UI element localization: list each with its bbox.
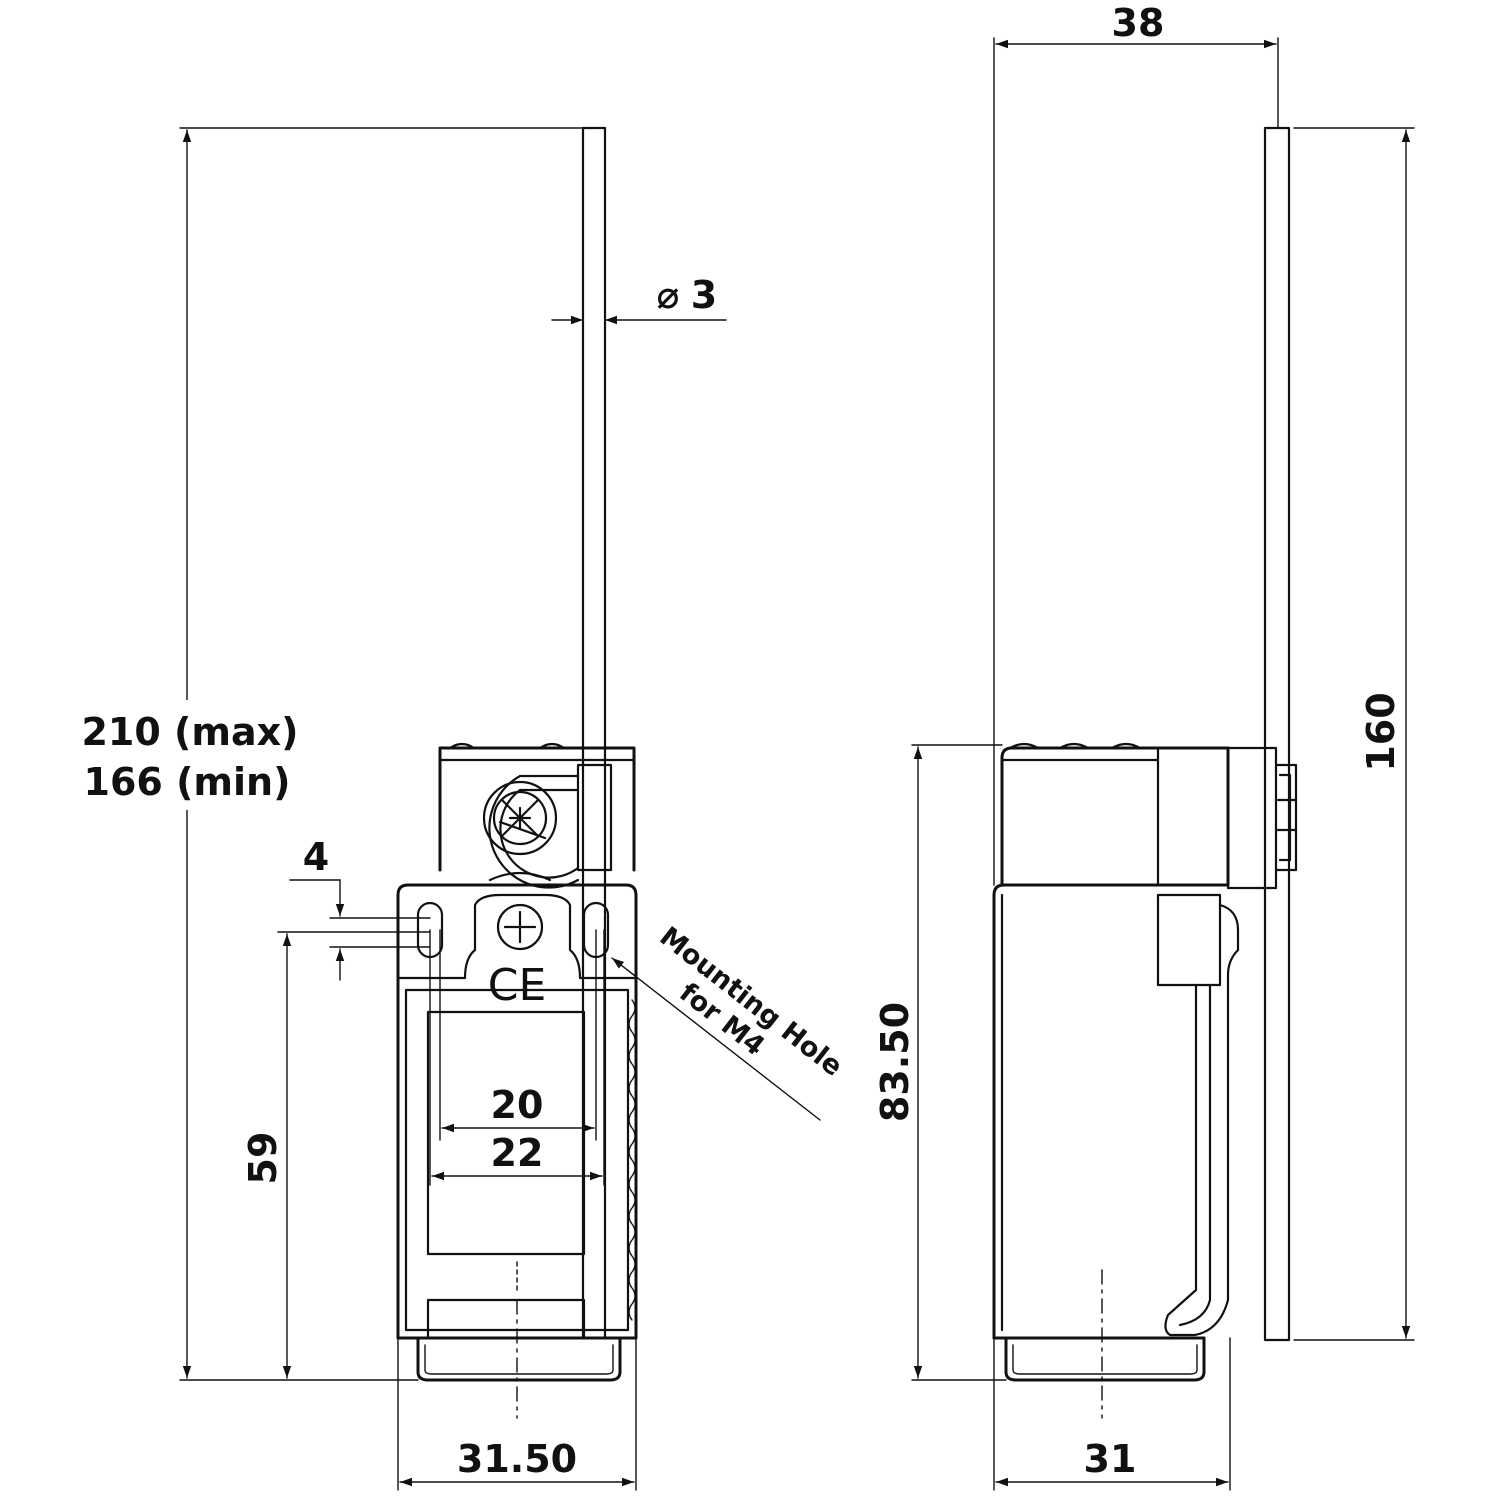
front-rod-clamp <box>576 763 613 872</box>
side-actuator-rod <box>1263 126 1291 1342</box>
front-pivot-screw <box>482 780 558 856</box>
label-body-width-front: 31.50 <box>457 1437 577 1481</box>
front-head-housing <box>438 746 636 872</box>
label-total-height-max: 210 (max) <box>81 710 298 754</box>
front-actuator-rod <box>581 126 607 1340</box>
front-body <box>396 883 638 1340</box>
label-rod-diameter-symbol: ⌀ <box>657 273 680 317</box>
front-label-window <box>426 1010 586 1256</box>
side-body <box>992 883 1230 1340</box>
side-view <box>992 126 1298 1419</box>
side-head-housing <box>1000 746 1230 887</box>
front-cover-screw <box>496 903 544 951</box>
side-lever-block <box>1226 746 1278 890</box>
front-lever-arm <box>488 774 580 889</box>
side-dimensions: 38 160 83.50 31 <box>873 1 1415 1491</box>
label-body-height-side: 83.50 <box>873 1002 917 1122</box>
label-total-depth: 38 <box>1112 1 1165 45</box>
label-rod-length: 160 <box>1359 692 1403 771</box>
front-dimensions: 210 (max) 166 (min) ⌀ 3 4 59 20 22 31.50 <box>70 127 848 1491</box>
label-hole-spacing-outer: 22 <box>491 1131 544 1175</box>
side-lever-bracket <box>1156 893 1222 987</box>
front-bottom-cap <box>416 1336 622 1382</box>
label-total-height-min: 166 (min) <box>84 760 291 804</box>
label-body-width-side: 31 <box>1084 1437 1137 1481</box>
label-hole-spacing-inner: 20 <box>491 1083 544 1127</box>
front-view: CE <box>396 126 638 1419</box>
side-bottom-cap <box>1004 1336 1206 1382</box>
label-hole-height: 59 <box>241 1132 285 1185</box>
label-slot-width: 4 <box>303 835 329 879</box>
ce-mark: CE <box>488 960 547 1011</box>
label-rod-diameter: 3 <box>691 273 717 317</box>
